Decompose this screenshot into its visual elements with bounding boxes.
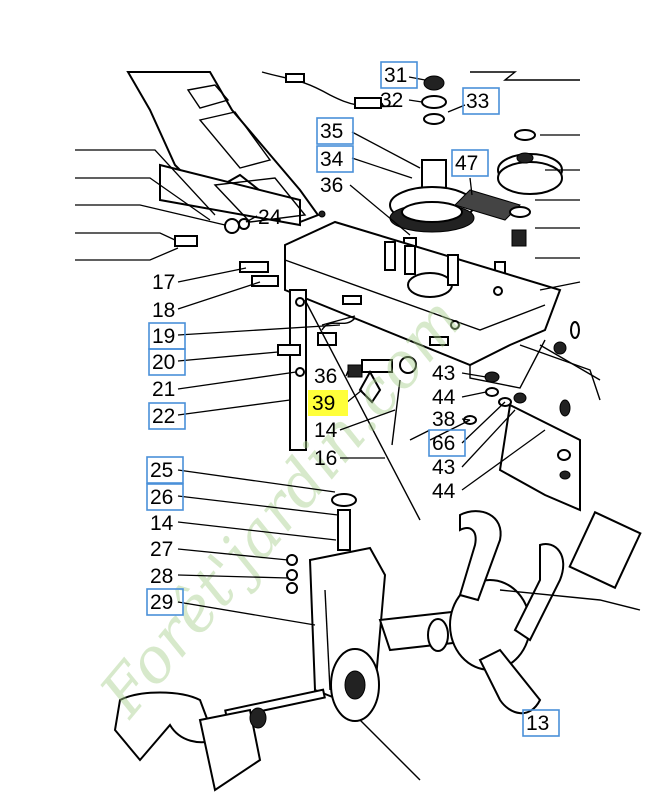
callout-label: 43 (432, 362, 455, 385)
drive-belt-drawing (454, 189, 521, 221)
callout-label: 31 (384, 64, 407, 87)
callout-22: 22 (148, 402, 186, 430)
callout-label: 34 (320, 148, 344, 171)
callout-16: 16 (314, 447, 337, 470)
callout-label: 14 (314, 419, 338, 442)
callout-44a: 44 (432, 386, 456, 409)
callout-36b: 36 (314, 365, 337, 388)
callout-38: 38 (432, 408, 455, 431)
callout-26: 26 (146, 483, 184, 511)
callout-label: 38 (432, 408, 455, 431)
callout-label: 25 (150, 459, 173, 482)
gearbox-tines-drawing (113, 493, 642, 792)
callout-43a: 43 (432, 362, 455, 385)
callout-27: 27 (150, 538, 173, 561)
callout-box (316, 117, 354, 145)
callout-label: 33 (466, 90, 489, 113)
callout-20: 20 (148, 348, 186, 376)
callout-box (146, 456, 184, 484)
callout-label: 24 (258, 206, 282, 229)
callout-44b: 44 (432, 480, 456, 503)
throttle-cable-drawing (261, 71, 399, 109)
callout-box (462, 87, 500, 115)
left-hardware-drawing (174, 235, 356, 451)
callout-19: 19 (148, 322, 186, 350)
callout-box (146, 588, 184, 616)
callout-29: 29 (146, 588, 184, 616)
callout-box (148, 348, 186, 376)
callout-18: 18 (152, 299, 175, 322)
callout-label: 21 (152, 378, 175, 401)
callout-label: 29 (150, 591, 173, 614)
callout-box (380, 61, 418, 89)
top-hardware-drawing (421, 71, 580, 125)
callout-17: 17 (152, 271, 175, 294)
callout-label: 13 (526, 712, 549, 735)
callout-label: 16 (314, 447, 337, 470)
callout-33: 33 (462, 87, 500, 115)
callout-24: 24 (258, 206, 282, 229)
callout-label: 22 (152, 405, 175, 428)
callout-47: 47 (451, 149, 489, 177)
callout-label: 36 (320, 174, 343, 197)
callout-label: 18 (152, 299, 175, 322)
handle-bracket-drawing (126, 71, 326, 234)
callout-label: 14 (150, 512, 174, 535)
callout-label: 20 (152, 351, 175, 374)
chassis-plate-drawing (284, 220, 562, 389)
callout-box (146, 483, 184, 511)
callout-label: 27 (150, 538, 173, 561)
callout-label: 44 (432, 386, 456, 409)
callout-14a: 14 (314, 419, 338, 442)
linkage-drawing (304, 299, 431, 521)
callout-label: 17 (152, 271, 175, 294)
callout-box (451, 149, 489, 177)
leader-lines (75, 76, 581, 626)
callout-box (428, 429, 466, 457)
callout-34: 34 (316, 145, 354, 173)
callout-label: 28 (150, 565, 173, 588)
callout-66: 66 (428, 429, 466, 457)
callout-label: 35 (320, 120, 343, 143)
highlight-marker (308, 390, 348, 416)
callout-label: 19 (152, 325, 175, 348)
callout-28: 28 (150, 565, 173, 588)
callout-35: 35 (316, 117, 354, 145)
callout-43b: 43 (432, 456, 455, 479)
callout-box (522, 709, 560, 737)
callout-label: 47 (455, 152, 478, 175)
callout-label: 44 (432, 480, 456, 503)
callout-label: 26 (150, 486, 173, 509)
callout-31: 31 (380, 61, 418, 89)
callout-label: 32 (380, 89, 403, 112)
callout-39: 39 (308, 390, 348, 416)
callout-14b: 14 (150, 512, 174, 535)
callout-box (316, 145, 354, 173)
callout-label: 66 (432, 432, 455, 455)
callout-36a: 36 (320, 174, 343, 197)
callout-label: 36 (314, 365, 337, 388)
callout-32: 32 (380, 89, 403, 112)
callout-box (148, 402, 186, 430)
callout-13: 13 (522, 709, 560, 737)
callout-25: 25 (146, 456, 184, 484)
callout-label: 43 (432, 456, 455, 479)
callout-label: 39 (312, 392, 335, 415)
callout-21: 21 (152, 378, 175, 401)
